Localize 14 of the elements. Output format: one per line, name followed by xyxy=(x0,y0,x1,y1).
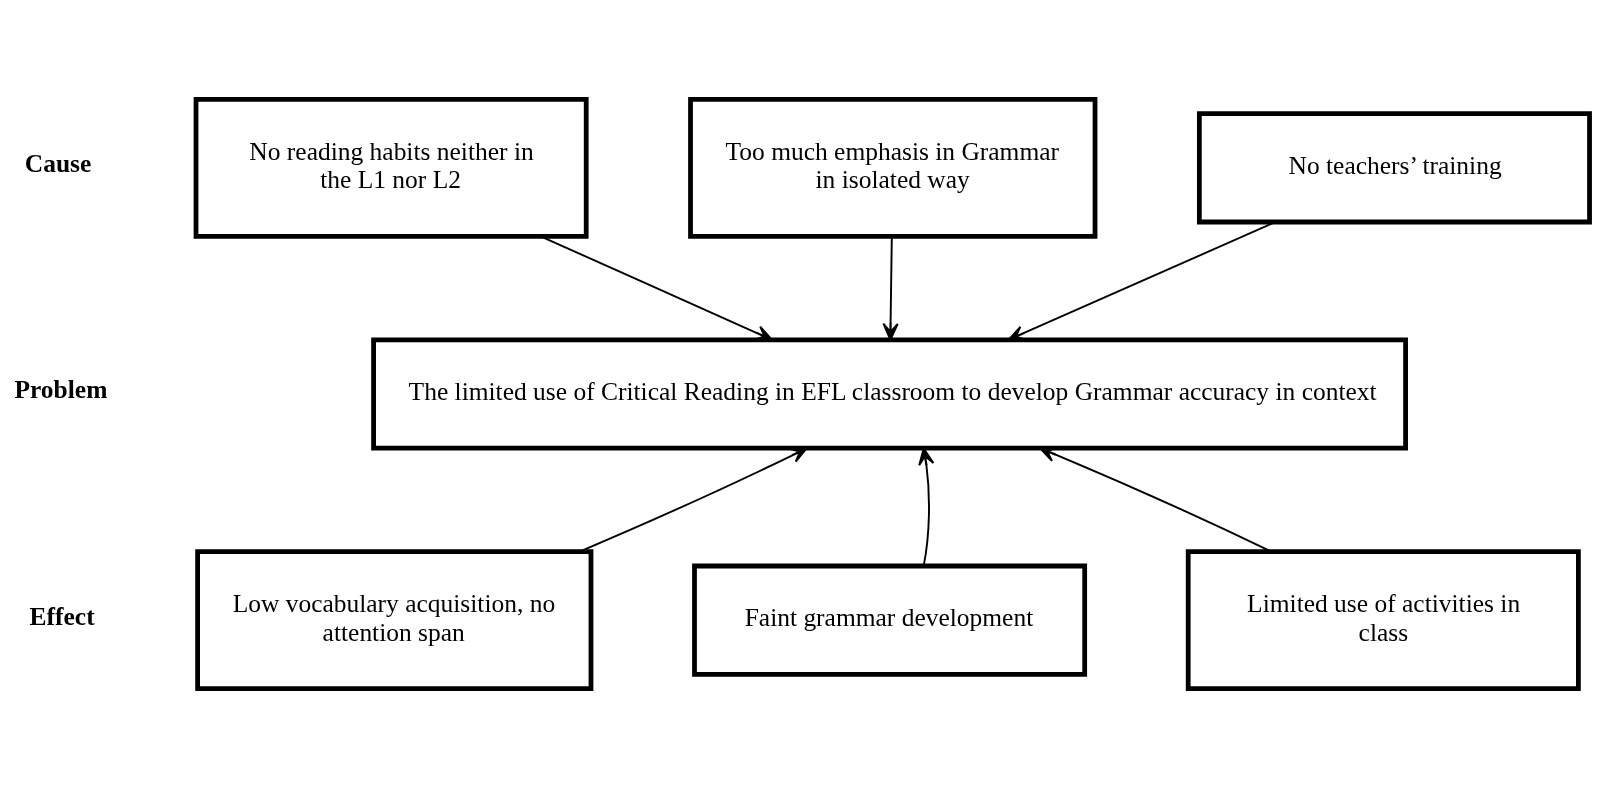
label: Cause xyxy=(24,149,92,179)
label: Problem xyxy=(14,375,108,405)
label: Effect xyxy=(29,601,95,631)
node-box: Faint grammar development xyxy=(692,563,1088,677)
arrow xyxy=(539,235,773,341)
arrow xyxy=(882,235,899,341)
node-box: Too much emphasis in Grammar in isolated way xyxy=(688,97,1098,239)
node-box: No teachers’ training xyxy=(1196,111,1592,225)
arrow xyxy=(578,447,808,553)
arrow xyxy=(918,447,935,567)
node-box: Low vocabulary acquisition, no attention span xyxy=(195,549,594,691)
node-box: No reading habits neither in the L1 nor L2 xyxy=(193,97,589,239)
node-box: The limited use of Critical Reading in EFL classroom to develop Grammar accuracy in context xyxy=(371,337,1408,451)
node-box: Limited use of activities in class xyxy=(1185,549,1581,691)
